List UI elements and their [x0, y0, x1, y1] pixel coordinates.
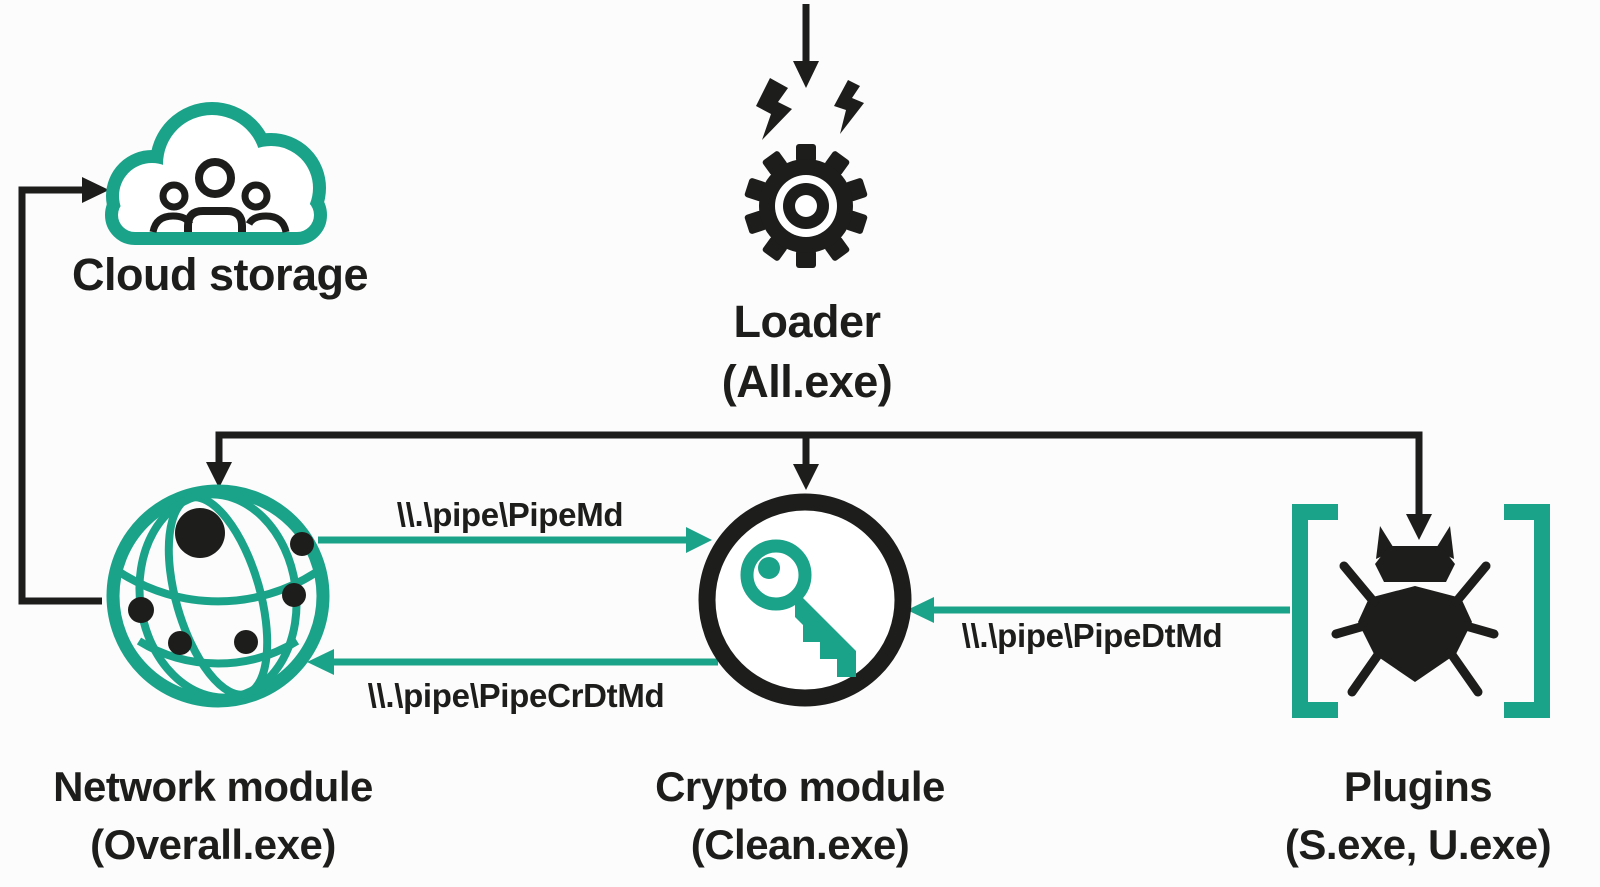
plugins-label: Plugins (S.exe, U.exe) [1284, 763, 1552, 868]
lightning-icon [744, 76, 872, 142]
loader-gear-icon [742, 142, 870, 270]
network-module-label: Network module (Overall.exe) [53, 763, 373, 868]
key-icon [740, 539, 856, 677]
network-nodes [128, 508, 314, 655]
cloud-storage-label: Cloud storage [71, 249, 369, 300]
plugins-bug-icon [1288, 502, 1554, 718]
cloud-storage-icon [100, 100, 335, 250]
loader-label: Loader (All.exe) [721, 296, 893, 407]
arrow-pipe-dtmd [907, 597, 1290, 623]
bracket-icons [1292, 504, 1550, 718]
pipe-crdtmd-label: \\.\pipe\PipeCrDtMd [367, 677, 665, 714]
arrow-pipe-crdtmd [307, 649, 718, 675]
crypto-key-icon [696, 491, 914, 709]
arrow-network-to-cloud [18, 177, 109, 605]
arrow-into-loader [793, 4, 819, 88]
crypto-module-label: Crypto module (Clean.exe) [655, 763, 945, 868]
connector-loader-to-modules [206, 431, 1432, 540]
arrow-pipe-md [318, 527, 712, 553]
bug-icon [1331, 526, 1499, 697]
network-globe-icon [105, 483, 331, 709]
users-icon [149, 158, 290, 233]
pipe-dtmd-label: \\.\pipe\PipeDtMd [961, 617, 1223, 654]
pipe-md-label: \\.\pipe\PipeMd [396, 496, 624, 533]
